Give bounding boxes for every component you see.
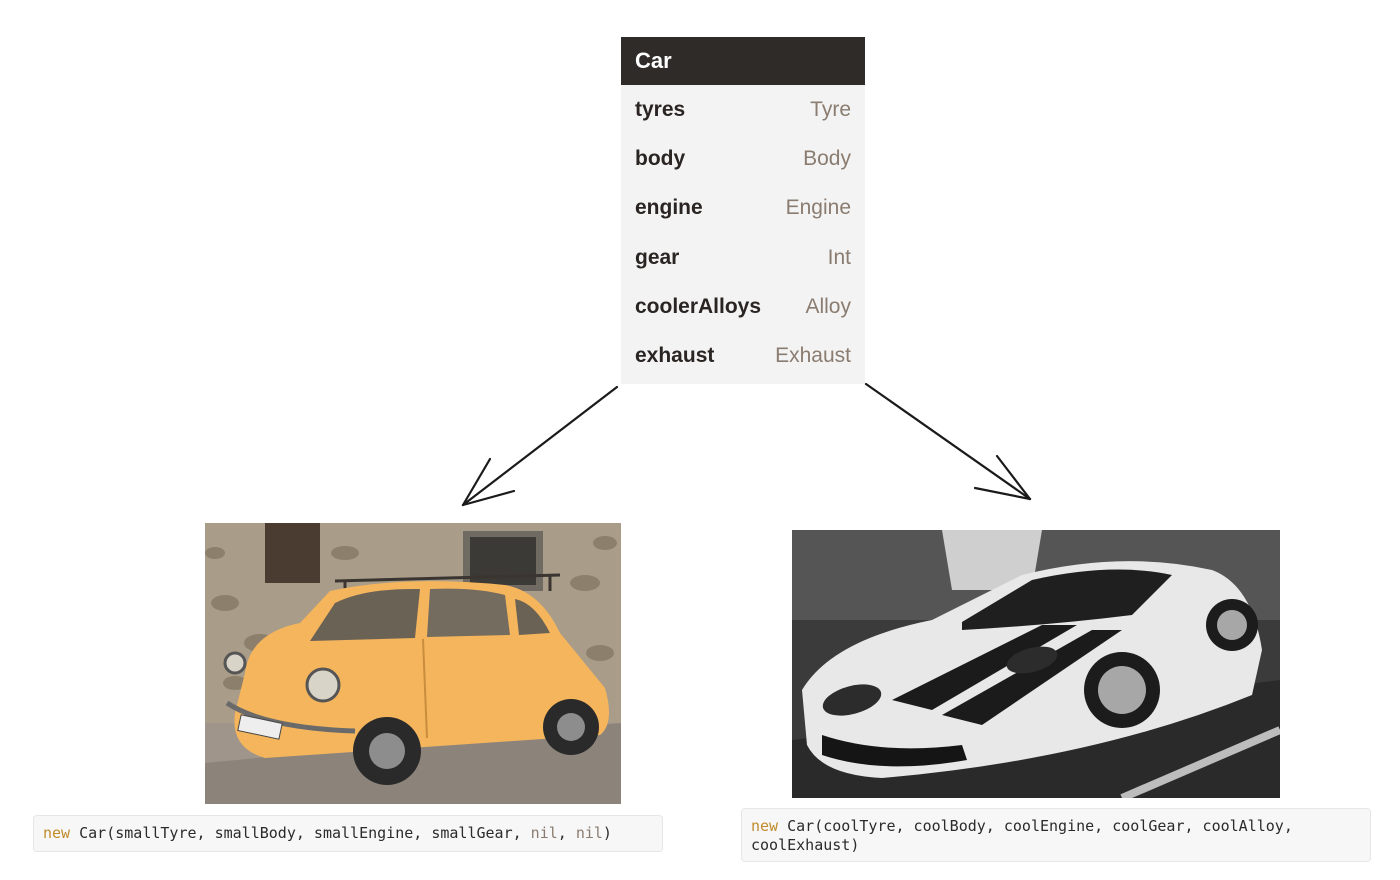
attribute-type: Engine	[785, 196, 851, 220]
attribute-row: tyres Tyre	[621, 85, 865, 134]
keyword-new: new	[43, 824, 71, 842]
attribute-row: gear Int	[621, 233, 865, 282]
attribute-type: Exhaust	[775, 344, 851, 368]
car-class-box: Car tyres Tyre body Body engine Engine g…	[621, 37, 865, 384]
attribute-name: body	[635, 146, 686, 170]
small-car-photo	[205, 523, 621, 804]
sports-car-constructor-code: new Car(coolTyre, coolBody, coolEngine, …	[741, 808, 1371, 862]
attribute-type: Body	[803, 146, 851, 170]
constructor-call: Car(coolTyre, coolBody, coolEngine, cool…	[751, 817, 1293, 854]
attribute-name: coolerAlloys	[635, 294, 762, 318]
separator: ,	[557, 824, 576, 842]
attribute-row: body Body	[621, 134, 865, 183]
attribute-row: coolerAlloys Alloy	[621, 282, 865, 331]
constructor-call: Car(smallTyre, smallBody, smallEngine, s…	[70, 824, 531, 842]
attribute-row: exhaust Exhaust	[621, 331, 865, 380]
attribute-type: Int	[827, 245, 851, 269]
attribute-type: Alloy	[805, 294, 851, 318]
attribute-name: exhaust	[635, 344, 715, 368]
attribute-name: engine	[635, 196, 703, 220]
attribute-name: gear	[635, 245, 680, 269]
attribute-name: tyres	[635, 97, 686, 121]
nil-literal: nil	[530, 824, 558, 842]
keyword-new: new	[751, 817, 779, 835]
sports-car-photo	[792, 530, 1280, 798]
arrow-right	[864, 382, 1032, 501]
nil-literal: nil	[575, 824, 603, 842]
closing-paren: )	[602, 824, 612, 842]
small-car-constructor-code: new Car(smallTyre, smallBody, smallEngin…	[33, 815, 663, 852]
attribute-row: engine Engine	[621, 184, 865, 233]
arrow-left	[461, 385, 619, 507]
attribute-type: Tyre	[810, 97, 851, 121]
class-title: Car	[621, 37, 865, 85]
